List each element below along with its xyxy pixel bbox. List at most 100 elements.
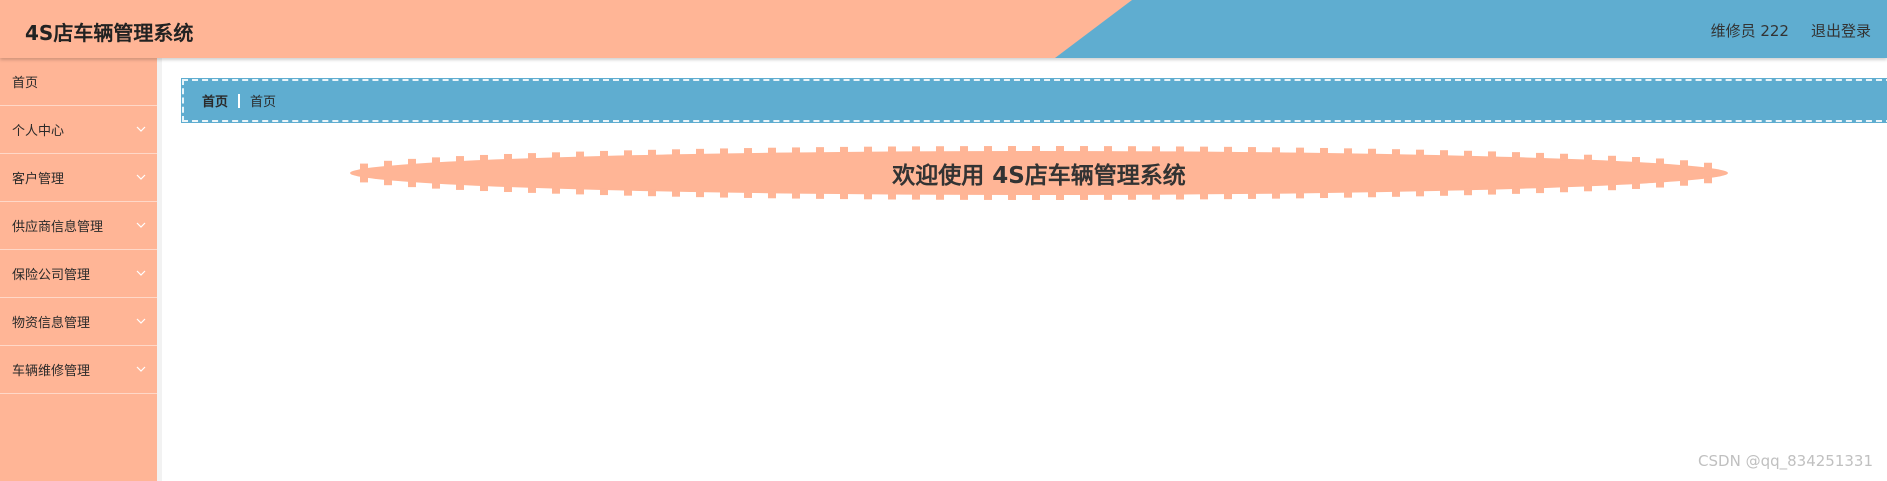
welcome-banner-notch bbox=[1080, 146, 1088, 154]
welcome-banner-notch bbox=[1608, 183, 1616, 191]
welcome-banner-notch bbox=[1536, 186, 1544, 194]
sidebar-item-personal-center[interactable]: 个人中心 bbox=[0, 106, 157, 154]
welcome-banner-notch bbox=[840, 146, 848, 154]
chevron-down-icon bbox=[135, 123, 147, 135]
sidebar-item-home[interactable]: 首页 bbox=[0, 58, 157, 106]
sidebar-item-supplier-management[interactable]: 供应商信息管理 bbox=[0, 202, 157, 250]
sidebar-item-vehicle-repair-management[interactable]: 车辆维修管理 bbox=[0, 346, 157, 394]
welcome-banner-notch bbox=[1536, 152, 1544, 160]
welcome-title: 欢迎使用 4S店车辆管理系统 bbox=[892, 163, 1186, 189]
welcome-banner-notch bbox=[1584, 184, 1592, 192]
welcome-banner-notch bbox=[864, 146, 872, 154]
welcome-banner-notch bbox=[1128, 146, 1136, 154]
welcome-banner-notch bbox=[1272, 147, 1280, 155]
welcome-banner-notch bbox=[1632, 157, 1640, 165]
welcome-banner-notch bbox=[1704, 162, 1712, 170]
welcome-banner-notch bbox=[936, 146, 944, 154]
welcome-banner-notch bbox=[408, 158, 416, 166]
welcome-banner-notch bbox=[1032, 192, 1040, 200]
welcome-banner-notch bbox=[912, 192, 920, 200]
breadcrumb-home-link[interactable]: 首页 bbox=[202, 95, 229, 110]
welcome-banner-notch bbox=[504, 185, 512, 193]
sidebar-item-customer-management[interactable]: 客户管理 bbox=[0, 154, 157, 202]
sidebar-item-label: 首页 bbox=[12, 76, 39, 91]
chevron-down-icon bbox=[135, 267, 147, 279]
welcome-banner-notch bbox=[1344, 190, 1352, 198]
welcome-banner-notch bbox=[1416, 189, 1424, 197]
breadcrumb: 首页 首页 bbox=[181, 78, 1887, 123]
welcome-banner-notch bbox=[1224, 146, 1232, 154]
welcome-banner-notch bbox=[1560, 153, 1568, 161]
welcome-banner-notch bbox=[1176, 146, 1184, 154]
chevron-down-icon bbox=[135, 219, 147, 231]
welcome-banner-body bbox=[350, 151, 1728, 195]
welcome-banner-notch bbox=[1104, 146, 1112, 154]
welcome-banner-notch bbox=[1392, 149, 1400, 157]
welcome-banner-notch bbox=[1320, 191, 1328, 199]
welcome-banner-notch bbox=[624, 188, 632, 196]
sidebar-menu: 首页 个人中心 客户管理 供应商信息管理 保险公司管理 物资信息管理 车辆维修管… bbox=[0, 58, 157, 481]
sidebar-item-label: 客户管理 bbox=[12, 172, 65, 187]
welcome-banner-notch bbox=[576, 151, 584, 159]
welcome-banner-notch bbox=[1680, 178, 1688, 186]
welcome-banner-notch bbox=[1152, 146, 1160, 154]
welcome-banner-notch bbox=[1056, 192, 1064, 200]
welcome-banner-notch bbox=[888, 192, 896, 200]
welcome-banner-notch bbox=[792, 191, 800, 199]
header-user-area: 维修员 222 退出登录 bbox=[1711, 20, 1871, 41]
welcome-banner-notch bbox=[1056, 146, 1064, 154]
welcome-banner-notch bbox=[672, 189, 680, 197]
sidebar-item-material-management[interactable]: 物资信息管理 bbox=[0, 298, 157, 346]
welcome-banner-notch bbox=[696, 190, 704, 198]
welcome-banner-notch bbox=[1008, 146, 1016, 154]
welcome-banner-notch bbox=[1416, 149, 1424, 157]
welcome-banner-notch bbox=[1248, 147, 1256, 155]
welcome-banner-notch bbox=[528, 153, 536, 161]
welcome-banner-notch bbox=[1488, 187, 1496, 195]
welcome-banner-notch bbox=[912, 146, 920, 154]
welcome-banner-notch bbox=[1656, 158, 1664, 166]
welcome-banner-notch bbox=[1368, 148, 1376, 156]
sidebar-item-label: 车辆维修管理 bbox=[12, 364, 91, 379]
welcome-banner-notch bbox=[888, 146, 896, 154]
chevron-down-icon bbox=[135, 171, 147, 183]
welcome-banner-notch bbox=[552, 186, 560, 194]
top-header: 4S店车辆管理系统 维修员 222 退出登录 bbox=[0, 0, 1887, 58]
welcome-banner-notch bbox=[1080, 192, 1088, 200]
welcome-banner-notch bbox=[1440, 188, 1448, 196]
chevron-down-icon bbox=[135, 363, 147, 375]
welcome-banner-notch bbox=[768, 191, 776, 199]
welcome-banner-notch bbox=[720, 190, 728, 198]
welcome-banner-notch bbox=[360, 163, 368, 171]
welcome-banner-notch bbox=[1680, 160, 1688, 168]
sidebar-item-insurance-management[interactable]: 保险公司管理 bbox=[0, 250, 157, 298]
chevron-down-icon bbox=[135, 315, 147, 327]
app-title: 4S店车辆管理系统 bbox=[25, 21, 194, 45]
welcome-banner-notch bbox=[528, 185, 536, 193]
logout-button[interactable]: 退出登录 bbox=[1810, 22, 1871, 40]
welcome-banner-notch bbox=[1512, 152, 1520, 160]
welcome-banner-notch bbox=[1608, 155, 1616, 163]
welcome-banner-notch bbox=[1488, 151, 1496, 159]
welcome-banner-notch bbox=[1296, 191, 1304, 199]
welcome-banner-notch bbox=[384, 160, 392, 168]
sidebar-item-label: 供应商信息管理 bbox=[12, 220, 104, 235]
welcome-banner-notch bbox=[1320, 147, 1328, 155]
csdn-watermark: CSDN @qq_834251331 bbox=[1698, 452, 1873, 470]
welcome-banner-notch bbox=[1152, 192, 1160, 200]
breadcrumb-current: 首页 bbox=[250, 95, 277, 110]
welcome-banner-notch bbox=[672, 149, 680, 157]
welcome-banner-notch bbox=[816, 147, 824, 155]
welcome-banner-notch bbox=[432, 157, 440, 165]
welcome-banner-notch bbox=[960, 192, 968, 200]
welcome-banner-notch bbox=[648, 189, 656, 197]
welcome-banner-notch bbox=[1464, 188, 1472, 196]
welcome-banner-notch bbox=[936, 192, 944, 200]
welcome-banner-notch bbox=[840, 192, 848, 200]
welcome-banner-notch bbox=[360, 175, 368, 183]
sidebar-item-label: 保险公司管理 bbox=[12, 268, 91, 283]
welcome-banner-notch bbox=[1128, 192, 1136, 200]
welcome-banner-notch bbox=[1392, 189, 1400, 197]
welcome-banner-notch bbox=[1224, 192, 1232, 200]
welcome-banner-notch bbox=[1440, 150, 1448, 158]
